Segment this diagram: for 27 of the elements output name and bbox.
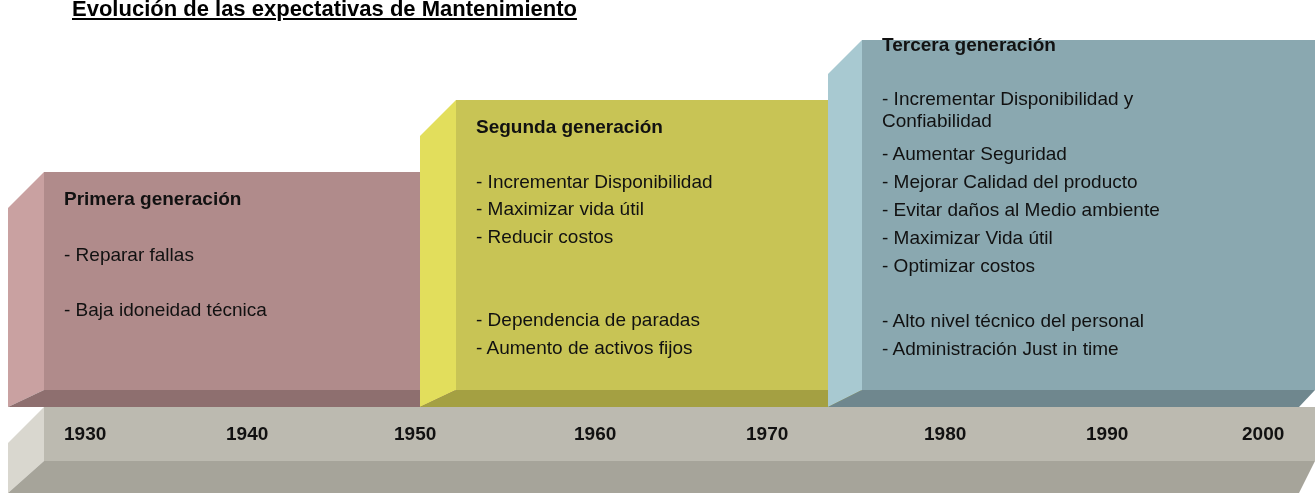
block-heading: Primera generación [64, 188, 242, 210]
year-label: 1980 [924, 423, 967, 445]
bullet-item: - Reducir costos [476, 226, 615, 248]
bullet-item: - Baja idoneidad técnica [64, 299, 268, 321]
year-label: 1990 [1086, 423, 1129, 445]
bullet-item: - Alto nivel técnico del personal [882, 310, 1145, 332]
bullet-item: - Dependencia de paradas [476, 309, 701, 331]
bullet-item: - Mejorar Calidad del producto [882, 171, 1139, 193]
bullet-item: - Evitar daños al Medio ambiente [882, 199, 1161, 221]
bullet-item: - Incrementar Disponibilidad [476, 171, 714, 193]
bullet-item: - Reparar fallas [64, 244, 195, 266]
block-heading: Segunda generación [476, 116, 663, 138]
year-label: 1940 [226, 423, 269, 445]
year-label: 1930 [64, 423, 107, 445]
bullet-item: - Aumentar Seguridad [882, 143, 1068, 165]
year-label: 1950 [394, 423, 437, 445]
year-label: 1960 [574, 423, 617, 445]
bullet-item: - Incrementar Disponibilidad y Confiabilidad [882, 88, 1135, 132]
block-heading: Tercera generación [882, 34, 1056, 56]
bullet-item: - Aumento de activos fijos [476, 337, 694, 359]
bullet-item: - Optimizar costos [882, 255, 1037, 277]
year-label: 2000 [1242, 423, 1285, 445]
diagram-title: Evolución de las expectativas de Mantenimiento [72, 0, 577, 22]
bullet-item: - Maximizar vida útil [476, 198, 645, 220]
bullet-item: - Administración Just in time [882, 338, 1120, 360]
bullet-item: - Maximizar Vida útil [882, 227, 1054, 249]
year-label: 1970 [746, 423, 789, 445]
